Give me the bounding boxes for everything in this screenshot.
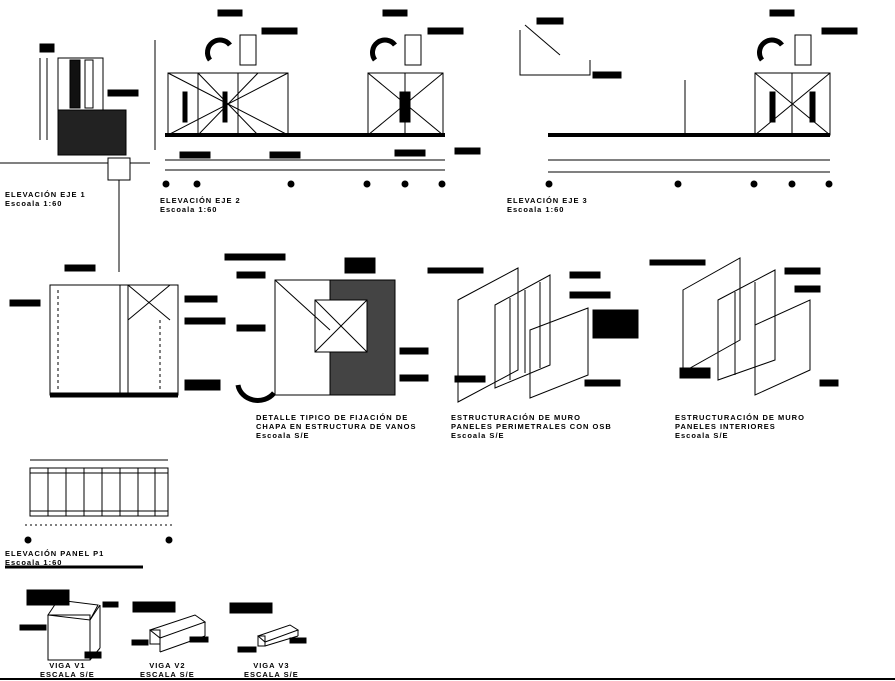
title-elevacion-eje-3: ELEVACIÓN EJE 3 Escoala 1:60	[507, 196, 588, 214]
panel-p1-drawing	[5, 459, 173, 569]
drawing-title: VIGA V3	[253, 661, 290, 670]
title-viga-v3: VIGA V3 ESCALA S/E	[244, 661, 299, 679]
drawing-scale: Escoala S/E	[256, 431, 310, 440]
drawing-title: ELEVACIÓN PANEL P1	[5, 549, 105, 558]
drawing-title: VIGA V1	[49, 661, 86, 670]
title-detalle-fijacion: DETALLE TIPICO DE FIJACIÓN DE CHAPA EN E…	[256, 413, 417, 440]
elevation-eje-3-drawing	[519, 9, 858, 188]
title-viga-v2: VIGA V2 ESCALA S/E	[140, 661, 195, 679]
beam-v2-drawing	[131, 601, 209, 653]
title-muro-interior: ESTRUCTURACIÓN DE MURO PANELES INTERIORE…	[675, 413, 805, 440]
drawing-title-line-2: PANELES PERIMETRALES CON OSB	[451, 422, 612, 431]
drawing-title-line-1: ESTRUCTURACIÓN DE MURO	[451, 413, 581, 422]
drawing-scale: Escoala S/E	[675, 431, 729, 440]
drawing-title: ELEVACIÓN EJE 2	[160, 196, 241, 205]
drawing-title: VIGA V2	[149, 661, 186, 670]
perimeter-wall-panel-drawing	[427, 267, 639, 403]
elevation-eje-1-drawing	[0, 43, 150, 272]
frame-elevation-detail	[9, 264, 226, 398]
drawing-title: ELEVACIÓN EJE 3	[507, 196, 588, 205]
interior-wall-panel-drawing	[649, 257, 839, 396]
drawing-title-line-1: DETALLE TIPICO DE FIJACIÓN DE	[256, 413, 409, 422]
title-elevacion-eje-1: ELEVACIÓN EJE 1 Escoala 1:60	[5, 190, 86, 208]
drawing-scale: ESCALA S/E	[244, 670, 299, 679]
title-viga-v1: VIGA V1 ESCALA S/E	[40, 661, 95, 679]
drawing-scale: Escoala 1:60	[507, 205, 565, 214]
drawing-scale: Escoala S/E	[451, 431, 505, 440]
title-muro-perimetral: ESTRUCTURACIÓN DE MURO PANELES PERIMETRA…	[451, 413, 612, 440]
drawing-scale: ESCALA S/E	[40, 670, 95, 679]
beam-v1-drawing	[19, 589, 119, 661]
drawing-scale: ESCALA S/E	[140, 670, 195, 679]
beam-v3-drawing	[229, 602, 307, 653]
title-elevacion-eje-2: ELEVACIÓN EJE 2 Escoala 1:60	[160, 196, 241, 214]
drawing-scale: Escoala 1:60	[160, 205, 218, 214]
drawing-scale: Escoala 1:60	[5, 558, 63, 567]
drawing-title: ELEVACIÓN EJE 1	[5, 190, 86, 199]
title-panel-p1: ELEVACIÓN PANEL P1 Escoala 1:60	[5, 549, 104, 567]
drawing-title-line-2: PANELES INTERIORES	[675, 422, 776, 431]
elevation-eje-2-drawing	[154, 9, 481, 188]
drawing-title-line-1: ESTRUCTURACIÓN DE MURO	[675, 413, 805, 422]
drawing-scale: Escoala 1:60	[5, 199, 63, 208]
typical-fixing-detail-drawing	[224, 253, 429, 403]
drawing-title-line-2: CHAPA EN ESTRUCTURA DE VANOS	[256, 422, 417, 431]
